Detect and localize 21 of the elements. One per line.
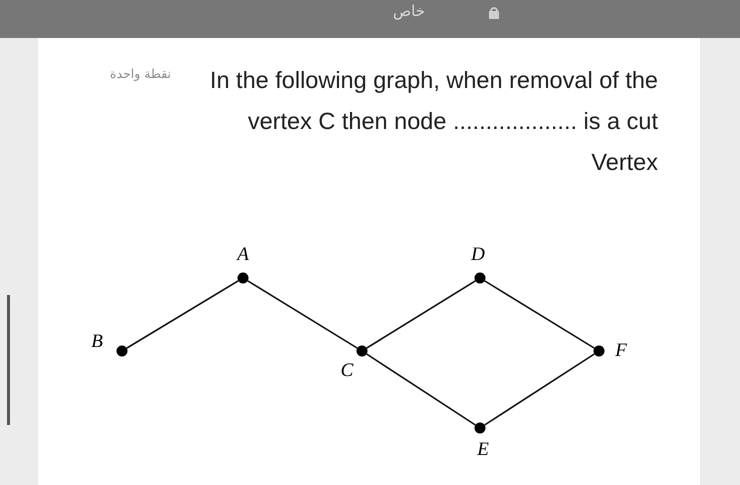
vertex-label: B [90,331,104,353]
graph-edge [366,353,476,426]
vertex-dot [474,272,486,284]
vertex-dot [116,346,128,356]
vertex-label: E [476,439,490,461]
vertex-dot [594,346,604,356]
graph-edge [126,280,239,349]
points-label: نقطة واحدة [110,66,171,81]
graph-edge [484,280,595,349]
vertex-label: C [340,360,354,382]
vertex-dot [238,272,248,284]
status-text: خاص [393,2,425,20]
vertex-dot [474,422,486,434]
graph-edge [247,280,358,349]
vertex-label: F [614,340,628,362]
question-text: In the following graph, when removal of the vertex C then node ................... is a cut Vertex [208,66,658,177]
graph-edge [366,280,476,349]
graph-edge [484,353,595,426]
vertex-label: A [235,244,250,266]
vertex-label: D [470,244,486,266]
vertex-dot [356,346,368,356]
